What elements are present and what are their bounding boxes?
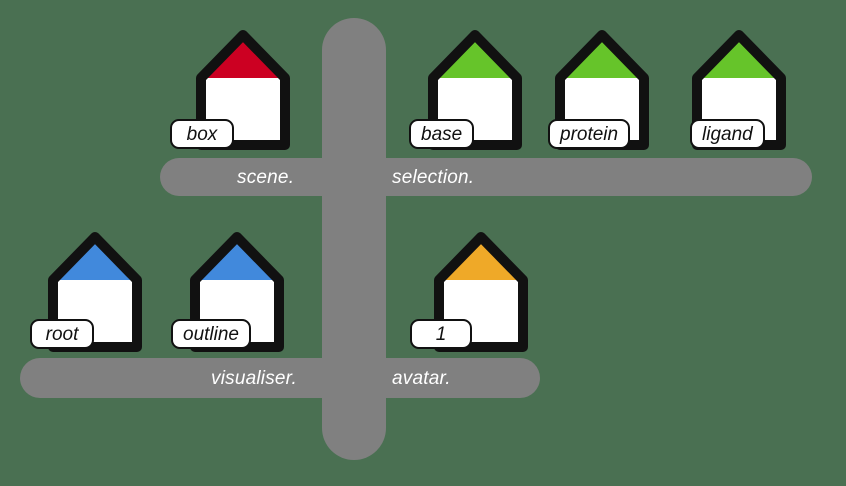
package-label-avatar: avatar. (392, 368, 451, 389)
package-label-scene: scene. (237, 167, 295, 188)
class-label-protein[interactable]: protein (548, 119, 631, 149)
class-label-box[interactable]: box (170, 119, 234, 149)
house-roof-shape (53, 237, 137, 280)
class-label-root[interactable]: root (30, 319, 94, 349)
house-roof-shape (560, 35, 644, 78)
package-label-visualiser: visualiser. (211, 368, 297, 389)
class-node-box[interactable] (196, 30, 290, 150)
house-roof-shape (697, 35, 781, 78)
house-outline-shape (196, 30, 290, 150)
house-roof-shape (201, 35, 285, 78)
house-roof-shape (433, 35, 517, 78)
package-label-selection: selection. (392, 167, 475, 188)
house-roof-shape (195, 237, 279, 280)
house-outline-shape (48, 232, 142, 352)
package-bar-bottom (20, 358, 540, 398)
class-node-base[interactable] (428, 30, 522, 150)
class-label-ligand[interactable]: ligand (690, 119, 765, 149)
house-outline-shape (428, 30, 522, 150)
class-label-base[interactable]: base (409, 119, 475, 149)
class-label-avatar-one[interactable]: 1 (410, 319, 472, 349)
house-roof-shape (439, 237, 523, 280)
house-outline-shape (434, 232, 528, 352)
class-label-outline[interactable]: outline (171, 319, 251, 349)
package-bar-top (160, 158, 812, 196)
